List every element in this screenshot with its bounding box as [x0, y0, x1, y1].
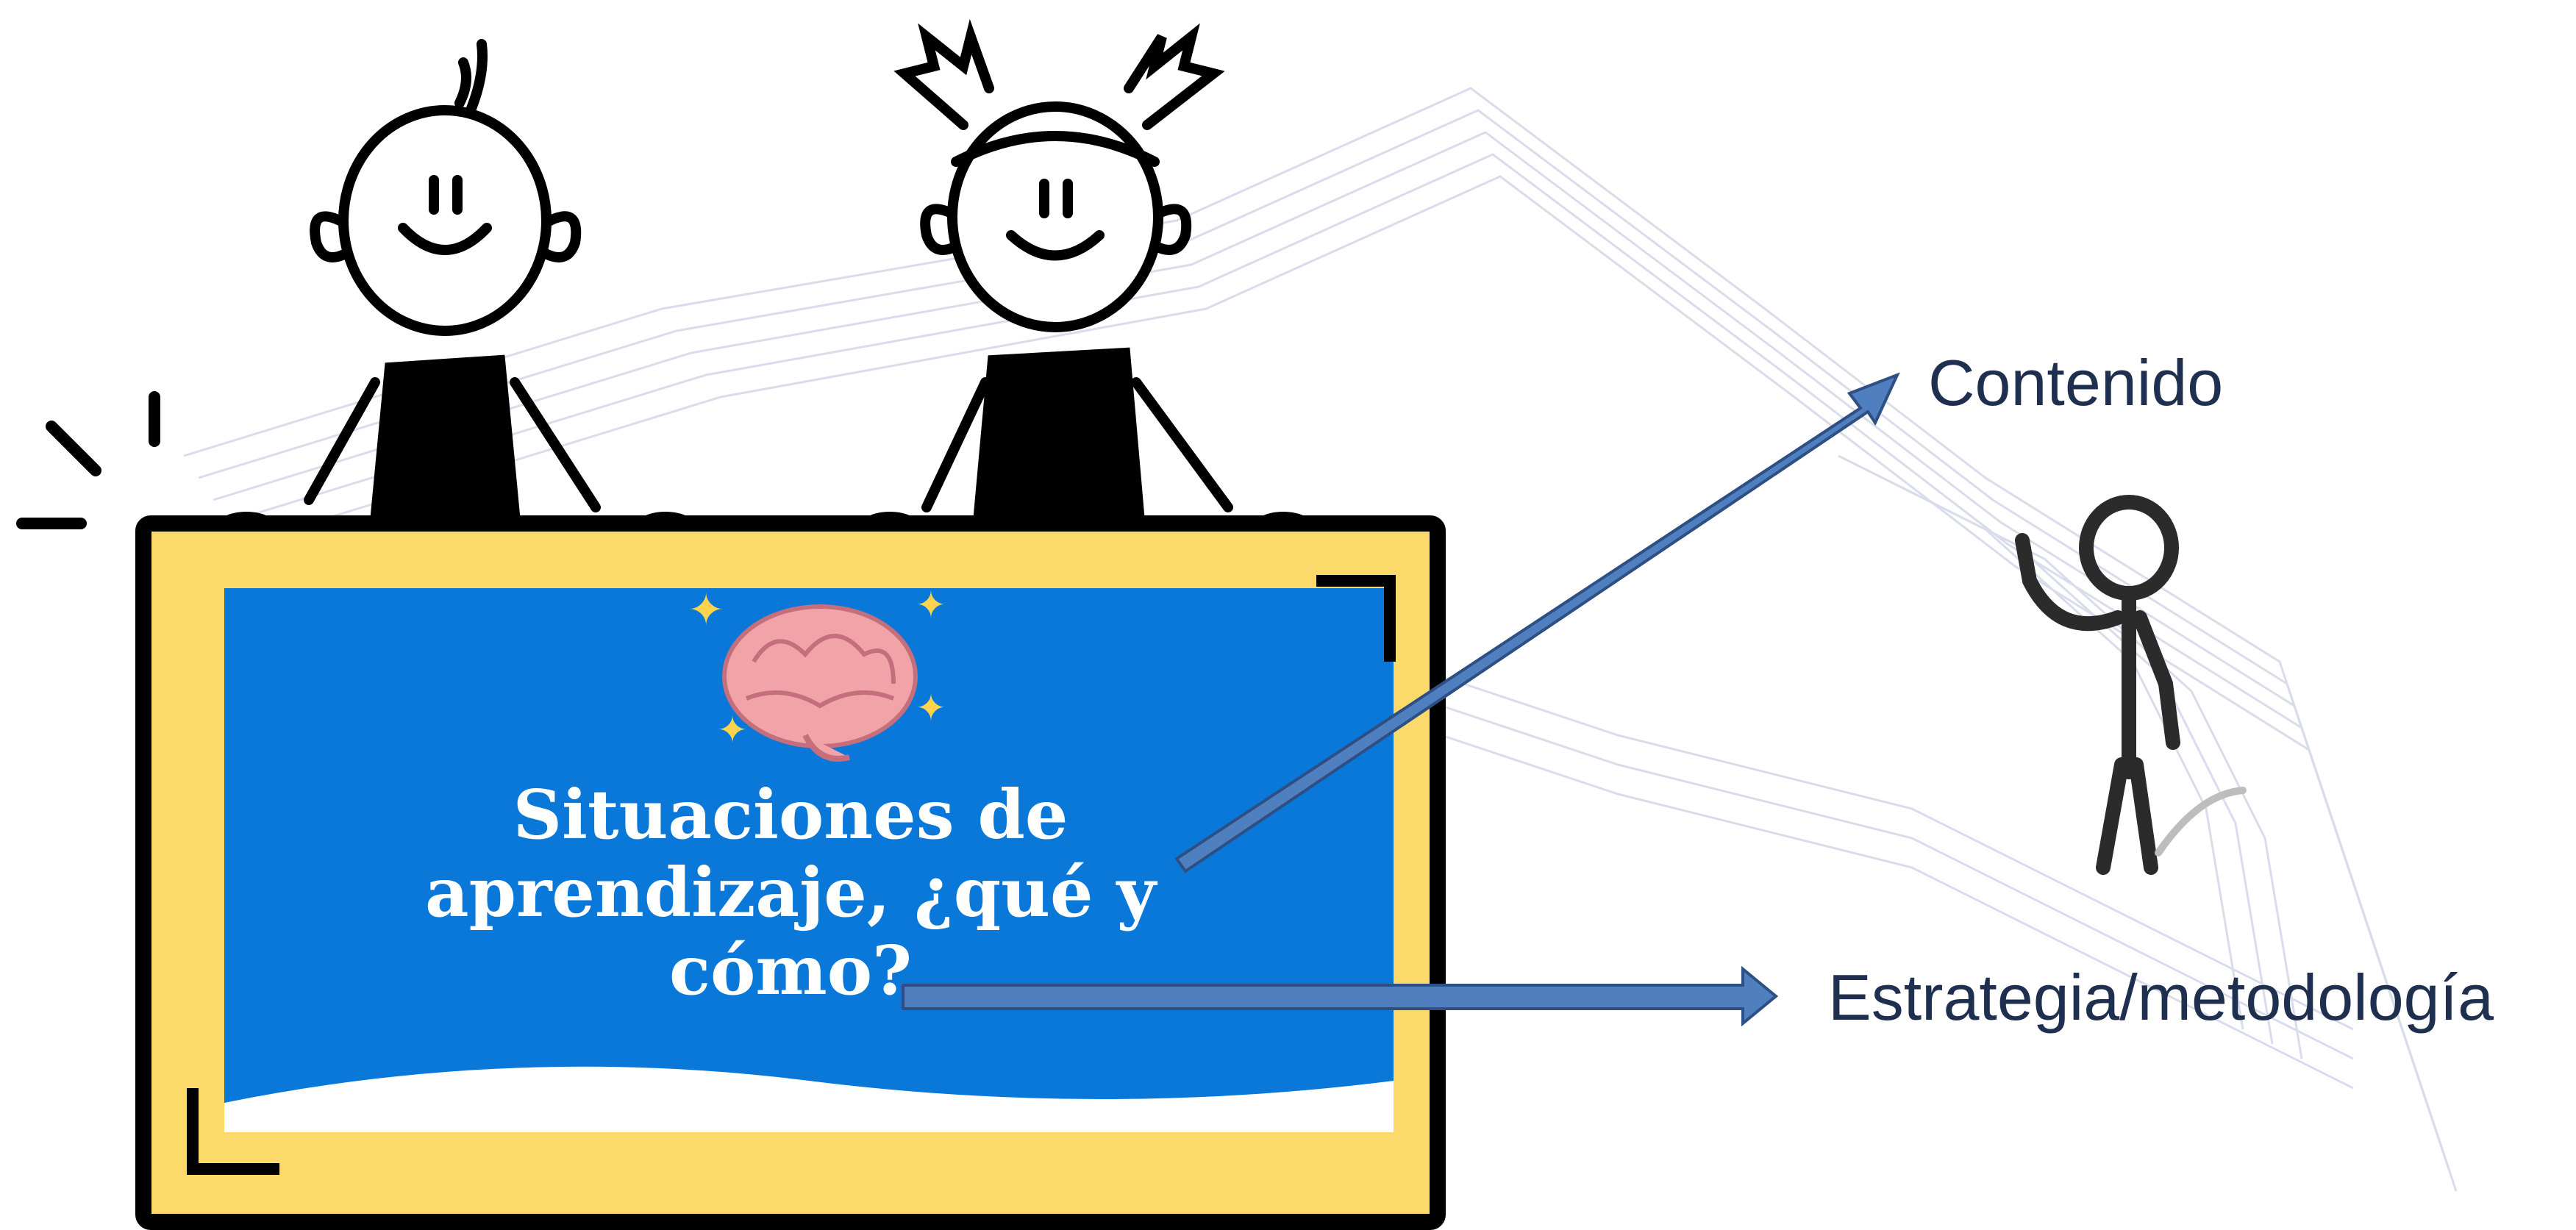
brain-icon: ✦ ✦ ✦ ✦: [688, 584, 946, 762]
stick-figure-boy: [212, 39, 700, 554]
arrow-to-contenido: [1174, 372, 1900, 873]
contenido-label: Contenido: [1928, 346, 2224, 419]
board-title-line: Situaciones de: [513, 775, 1068, 854]
svg-text:✦: ✦: [916, 687, 946, 729]
thinking-stick-figure: [2015, 495, 2247, 875]
background-wireframe: [183, 87, 2458, 1192]
board-title-line: aprendizaje, ¿qué y: [425, 853, 1156, 932]
svg-text:✦: ✦: [688, 584, 724, 636]
board-title-line: cómo?: [669, 931, 912, 1010]
board: [135, 515, 1446, 1230]
svg-text:✦: ✦: [916, 584, 946, 626]
board-title: Situaciones de aprendizaje, ¿qué y cómo?: [221, 776, 1360, 1009]
board-wave: [224, 1066, 1394, 1132]
emphasis-marks: [16, 391, 160, 529]
arrow-to-estrategia: [902, 965, 1779, 1027]
svg-text:✦: ✦: [717, 709, 748, 751]
estrategia-label: Estrategia/metodología: [1828, 961, 2494, 1034]
stick-figure-girl: [855, 18, 1318, 554]
